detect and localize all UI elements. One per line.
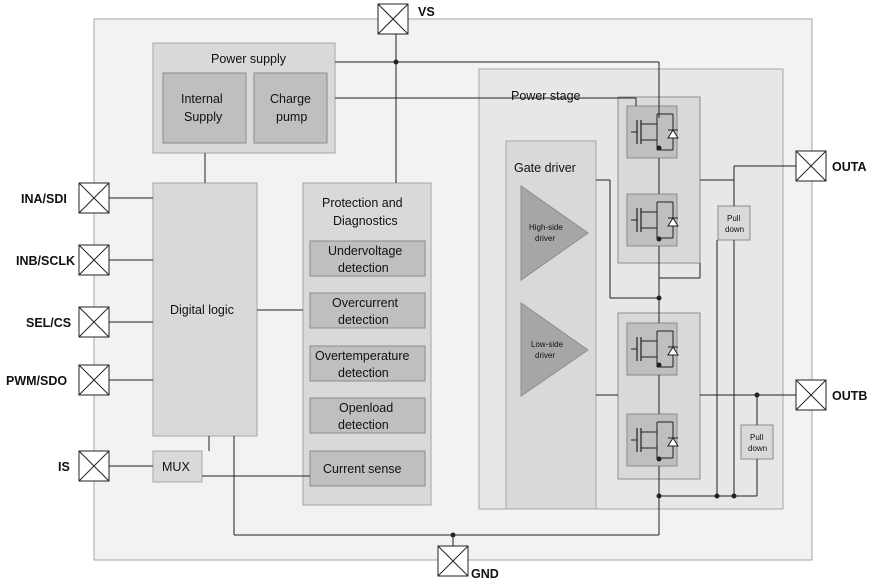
overcurrent-detection-block (309, 292, 426, 329)
mux-block (152, 450, 203, 483)
openload-label-line1: Openload (339, 401, 393, 415)
internal-supply-label-line1: Internal (181, 92, 223, 106)
pin-outa-label: OUTA (832, 160, 867, 174)
charge-pump-label-line1: Charge (270, 92, 311, 106)
pin-is-label: IS (58, 460, 70, 474)
pin-gnd-label: GND (471, 567, 499, 581)
overcurrent-label-line1: Overcurrent (332, 296, 399, 310)
pulldown-b-label-line2: down (748, 444, 767, 453)
pulldown-b-block (740, 424, 774, 460)
pin-ina-sdi (78, 182, 110, 214)
undervoltage-label-line1: Undervoltage (328, 244, 402, 258)
power-supply-label: Power supply (211, 52, 287, 66)
pin-inb-sclk (78, 244, 110, 276)
pin-pwm-sdo-label: PWM/SDO (6, 374, 67, 388)
pulldown-a-label-line1: Pull (727, 214, 741, 223)
mosfet-high-side-a (626, 105, 679, 159)
junction-dots (393, 59, 760, 538)
charge-pump-label-line2: pump (276, 110, 307, 124)
high-side-driver-triangle (520, 185, 589, 281)
mosfet-high-side-b (626, 322, 679, 376)
pin-is (78, 450, 110, 482)
high-side-driver-label-line1: High-side (529, 223, 563, 232)
internal-supply-block (162, 72, 247, 144)
pin-gnd (437, 545, 469, 577)
pin-sel-cs (78, 306, 110, 338)
pin-ina-sdi-label: INA/SDI (21, 192, 67, 206)
pin-vs-label: VS (418, 5, 435, 19)
mux-label: MUX (162, 460, 190, 474)
pin-outb-label: OUTB (832, 389, 867, 403)
digital-logic-label: Digital logic (170, 303, 234, 317)
pulldown-a-label-line2: down (725, 225, 744, 234)
mosfet-low-side-b (626, 413, 679, 467)
overtemperature-detection-block (309, 345, 426, 382)
openload-detection-block (309, 397, 426, 434)
power-stage-label: Power stage (511, 89, 581, 103)
pin-pwm-sdo (78, 364, 110, 396)
pin-sel-cs-label: SEL/CS (26, 316, 71, 330)
overcurrent-label-line2: detection (338, 313, 389, 327)
overtemperature-label-line2: detection (338, 366, 389, 380)
pin-vs (377, 3, 409, 35)
protection-label-line1: Protection and (322, 196, 403, 210)
protection-label-line2: Diagnostics (333, 214, 398, 228)
pulldown-b-label-line1: Pull (750, 433, 764, 442)
low-side-driver-label-line1: Low-side (531, 340, 564, 349)
mosfet-low-side-a (626, 193, 679, 247)
pulldown-a-block (717, 205, 751, 241)
wiring (108, 34, 796, 546)
low-side-driver-triangle (520, 302, 589, 397)
high-side-driver-label-line2: driver (535, 234, 555, 243)
undervoltage-detection-block (309, 240, 426, 277)
pin-outb (795, 379, 827, 411)
current-sense-label: Current sense (323, 462, 402, 476)
low-side-driver-label-line2: driver (535, 351, 555, 360)
charge-pump-block (253, 72, 328, 144)
digital-logic-block (152, 182, 258, 437)
pin-inb-sclk-label: INB/SCLK (16, 254, 75, 268)
pin-outa (795, 150, 827, 182)
overtemperature-label-line1: Overtemperature (315, 349, 410, 363)
internal-supply-label-line2: Supply (184, 110, 223, 124)
openload-label-line2: detection (338, 418, 389, 432)
undervoltage-label-line2: detection (338, 261, 389, 275)
current-sense-block (309, 450, 426, 487)
gate-driver-label: Gate driver (514, 161, 576, 175)
